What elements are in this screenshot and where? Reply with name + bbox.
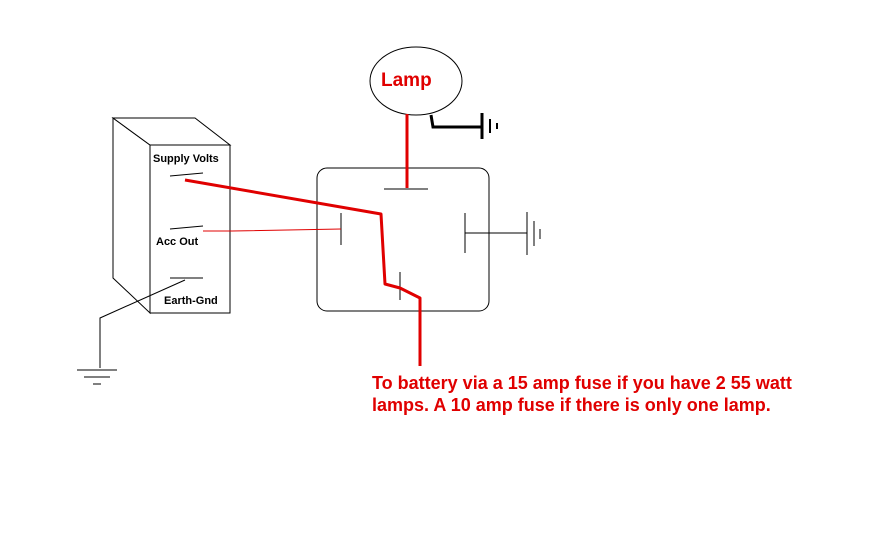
- fuse-note: To battery via a 15 amp fuse if you have…: [372, 373, 792, 415]
- supply-terminal: [169, 172, 204, 177]
- ground-icon: [480, 113, 498, 139]
- acc-out-label: Acc Out: [156, 236, 199, 248]
- relay-body: [316, 167, 490, 312]
- lamp-icon: [369, 46, 463, 116]
- earth-wire: [99, 279, 186, 368]
- ground-icon: [526, 212, 541, 255]
- switch-box: [111, 117, 232, 315]
- supply-wire: [184, 178, 422, 366]
- acc-terminal: [169, 225, 204, 230]
- lamp-label: Lamp: [381, 70, 432, 91]
- ground-icon: [77, 369, 117, 385]
- earth-gnd-label: Earth-Gnd: [164, 295, 218, 307]
- supply-volts-label: Supply Volts: [153, 153, 219, 165]
- acc-out-wire: [203, 228, 342, 232]
- lamp-ground-wire: [429, 114, 482, 129]
